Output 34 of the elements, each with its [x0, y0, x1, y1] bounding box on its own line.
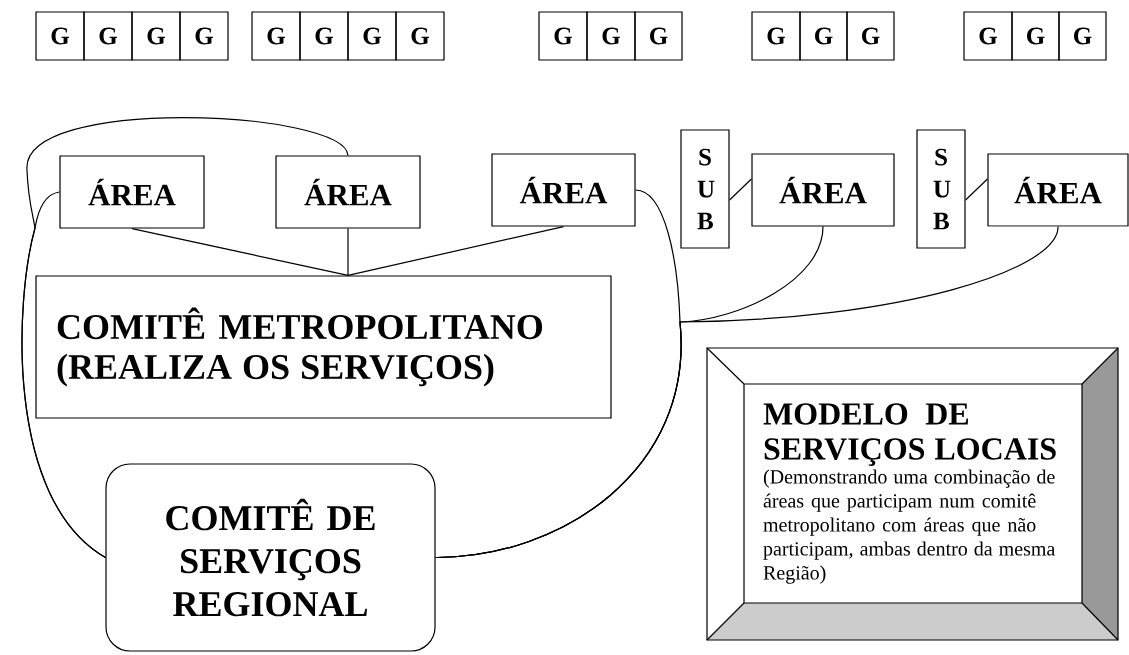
committee-box: COMITÊ METROPOLITANO (REALIZA OS SERVIÇOS) — [35, 275, 612, 419]
sub-box: S U B — [916, 129, 966, 249]
g-cell: G — [1058, 11, 1107, 61]
g-cell: G — [538, 11, 588, 61]
area-box: ÁREA — [751, 153, 895, 227]
g-cell: G — [1011, 11, 1060, 61]
rounded-committee-box: COMITÊ DE SERVIÇOS REGIONAL — [105, 463, 436, 652]
g-cell: G — [963, 11, 1013, 61]
area-box: ÁREA — [491, 153, 636, 227]
connector-line — [131, 228, 349, 276]
g-cell: G — [586, 11, 636, 61]
connector-line — [347, 226, 565, 276]
g-cell: G — [347, 11, 397, 61]
connector-line — [435, 226, 1059, 559]
g-cell: G — [634, 11, 683, 61]
g-cell: G — [299, 11, 349, 61]
area-box: ÁREA — [59, 155, 205, 229]
g-cell: G — [35, 11, 85, 61]
g-cell: G — [179, 11, 229, 61]
connector-line — [347, 228, 349, 276]
g-cell: G — [846, 11, 895, 61]
area-box: ÁREA — [987, 153, 1129, 227]
g-cell: G — [83, 11, 133, 61]
area-box: ÁREA — [275, 155, 421, 229]
g-cell: G — [395, 11, 445, 61]
g-cell: G — [251, 11, 301, 61]
connector-line — [21, 191, 106, 559]
g-cell: G — [799, 11, 848, 61]
connector-line — [965, 178, 988, 201]
sub-box: S U B — [680, 129, 730, 249]
g-cell: G — [751, 11, 801, 61]
connector-line — [729, 178, 752, 201]
bevel-frame-box: MODELO DE SERVIÇOS LOCAIS (Demonstrando uma combinação de áreas que participam num comitê metropolitano com áreas que não participam, ambas dentro da mesma Região) — [706, 347, 1119, 641]
g-cell: G — [131, 11, 181, 61]
